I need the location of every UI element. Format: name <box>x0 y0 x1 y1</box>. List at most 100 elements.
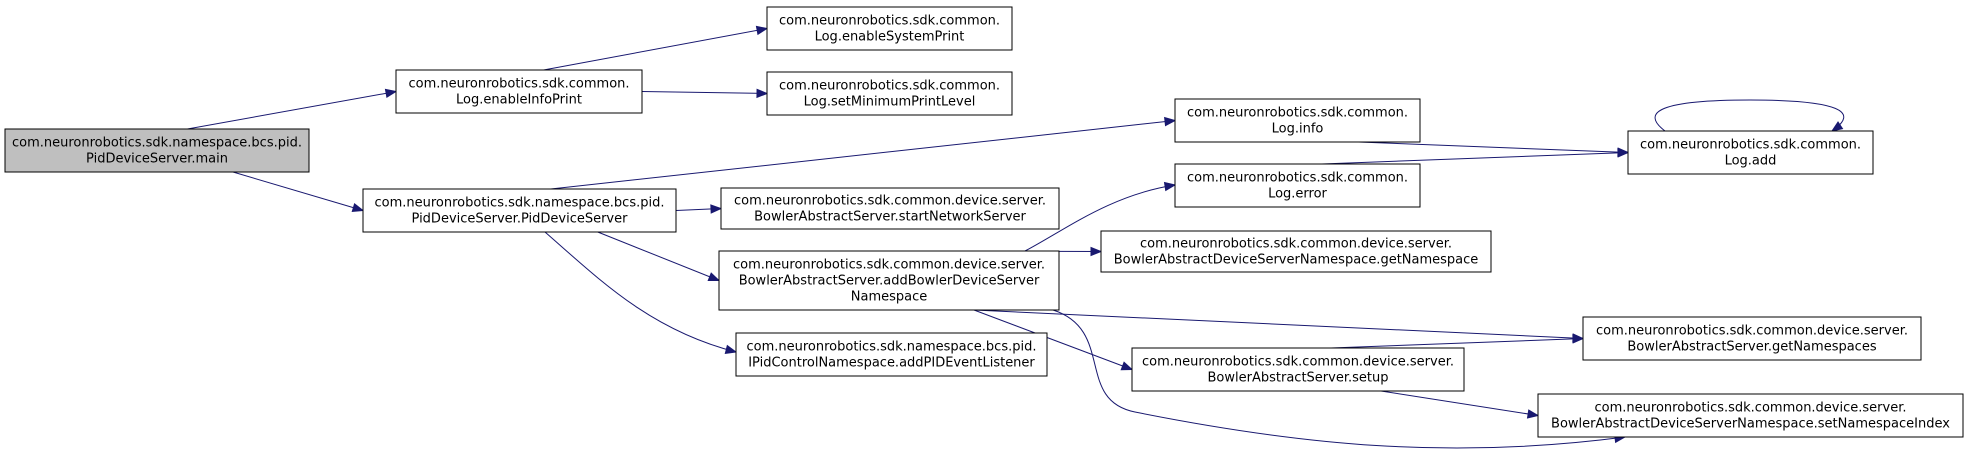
node-setMinimumPrintLevel-label-line-1: Log.setMinimumPrintLevel <box>804 95 976 110</box>
node-pidDeviceServer[interactable]: com.neuronrobotics.sdk.namespace.bcs.pid… <box>362 188 677 233</box>
edge-main-to-pidDeviceServer-arrowhead <box>351 202 365 213</box>
node-setMinimumPrintLevel[interactable]: com.neuronrobotics.sdk.common.Log.setMin… <box>766 71 1013 116</box>
node-addBowlerDeviceServerNamespace[interactable]: com.neuronrobotics.sdk.common.device.ser… <box>718 250 1060 311</box>
edge-logInfo-to-logAdd-line <box>1358 141 1629 153</box>
edge-addBowlerDeviceServerNamespace-to-logError-line <box>1024 184 1176 252</box>
edge-addBowlerDeviceServerNamespace-to-setup <box>973 309 1134 371</box>
edge-main-to-pidDeviceServer-line <box>232 171 364 211</box>
node-setNamespaceIndex-box <box>1537 393 1964 438</box>
node-pidDeviceServer-label-line-0: com.neuronrobotics.sdk.namespace.bcs.pid… <box>375 196 665 211</box>
node-logError-box <box>1174 163 1421 208</box>
node-setup-label-line-1: BowlerAbstractServer.setup <box>1208 371 1389 386</box>
node-addBowlerDeviceServerNamespace-label-line-1: BowlerAbstractServer.addBowlerDeviceServ… <box>739 274 1040 289</box>
node-setNamespaceIndex-label-line-1: BowlerAbstractDeviceServerNamespace.setN… <box>1551 417 1950 432</box>
node-enableInfoPrint[interactable]: com.neuronrobotics.sdk.common.Log.enable… <box>395 69 643 114</box>
edge-main-to-enableInfoPrint-arrowhead <box>384 88 398 99</box>
edge-enableInfoPrint-to-enableSystemPrint-line <box>543 28 768 71</box>
edge-main-to-enableInfoPrint-line <box>187 91 397 130</box>
node-enableSystemPrint[interactable]: com.neuronrobotics.sdk.common.Log.enable… <box>766 6 1013 51</box>
node-logError-label-line-0: com.neuronrobotics.sdk.common. <box>1187 171 1408 186</box>
node-setMinimumPrintLevel-box <box>766 71 1013 116</box>
node-addBowlerDeviceServerNamespace-label-line-0: com.neuronrobotics.sdk.common.device.ser… <box>733 258 1045 273</box>
edge-pidDeviceServer-to-startNetworkServer <box>675 204 723 214</box>
node-getNamespaces-box <box>1582 316 1922 361</box>
edge-addBowlerDeviceServerNamespace-to-setup-line <box>973 309 1133 370</box>
node-addPIDEventListener-box <box>735 332 1048 377</box>
edge-enableInfoPrint-to-setMinimumPrintLevel-line <box>641 91 768 94</box>
node-addPIDEventListener-label-line-1: IPidControlNamespace.addPIDEventListener <box>748 356 1035 371</box>
node-setup-label-line-0: com.neuronrobotics.sdk.common.device.ser… <box>1142 355 1454 370</box>
node-pidDeviceServer-label-line-1: PidDeviceServer.PidDeviceServer <box>412 212 629 227</box>
node-getNamespace-label-line-1: BowlerAbstractDeviceServerNamespace.getN… <box>1114 253 1479 268</box>
edge-pidDeviceServer-to-addPIDEventListener <box>544 231 738 354</box>
node-enableInfoPrint-label-line-1: Log.enableInfoPrint <box>456 93 582 108</box>
edge-pidDeviceServer-to-addPIDEventListener-line <box>544 231 737 353</box>
edge-logAdd-to-logAdd-arrowhead <box>1830 121 1844 132</box>
edge-logError-to-logAdd-arrowhead <box>1617 148 1630 158</box>
node-setup[interactable]: com.neuronrobotics.sdk.common.device.ser… <box>1131 347 1465 392</box>
edge-main-to-enableInfoPrint <box>187 88 398 130</box>
node-getNamespace[interactable]: com.neuronrobotics.sdk.common.device.ser… <box>1100 230 1492 273</box>
node-logInfo-label-line-1: Log.info <box>1272 122 1324 137</box>
node-pidDeviceServer-box <box>362 188 677 233</box>
edge-pidDeviceServer-to-startNetworkServer-arrowhead <box>710 204 723 214</box>
edge-setup-to-getNamespaces <box>1331 334 1585 349</box>
edge-setup-to-setNamespaceIndex-line <box>1380 390 1539 416</box>
edge-logError-to-logAdd-line <box>1321 152 1629 165</box>
edge-pidDeviceServer-to-addPIDEventListener-arrowhead <box>724 344 738 354</box>
edge-main-to-pidDeviceServer <box>232 171 365 213</box>
edge-logAdd-to-logAdd-line <box>1654 99 1845 132</box>
edge-pidDeviceServer-to-logInfo <box>550 116 1177 190</box>
edge-enableInfoPrint-to-setMinimumPrintLevel-arrowhead <box>756 88 769 99</box>
node-enableSystemPrint-label-line-0: com.neuronrobotics.sdk.common. <box>779 14 1000 29</box>
edge-logAdd-to-logAdd <box>1654 99 1845 132</box>
node-addBowlerDeviceServerNamespace-box <box>718 250 1060 311</box>
node-enableInfoPrint-box <box>395 69 643 114</box>
node-logAdd-label-line-0: com.neuronrobotics.sdk.common. <box>1640 138 1861 153</box>
node-getNamespace-box <box>1100 230 1492 273</box>
node-logInfo-label-line-0: com.neuronrobotics.sdk.common. <box>1187 106 1408 121</box>
node-getNamespaces-label-line-0: com.neuronrobotics.sdk.common.device.ser… <box>1596 324 1908 339</box>
node-startNetworkServer-label-line-1: BowlerAbstractServer.startNetworkServer <box>754 210 1026 225</box>
node-logInfo-box <box>1174 98 1421 143</box>
edge-enableInfoPrint-to-enableSystemPrint-arrowhead <box>755 25 769 36</box>
edge-setup-to-setNamespaceIndex <box>1380 390 1540 419</box>
node-getNamespaces[interactable]: com.neuronrobotics.sdk.common.device.ser… <box>1582 316 1922 361</box>
node-logError[interactable]: com.neuronrobotics.sdk.common.Log.error <box>1174 163 1421 208</box>
node-main[interactable]: com.neuronrobotics.sdk.namespace.bcs.pid… <box>4 128 310 173</box>
edge-addBowlerDeviceServerNamespace-to-setNamespaceIndex-line <box>1052 309 1626 449</box>
edge-pidDeviceServer-to-logInfo-line <box>550 120 1176 190</box>
node-main-label-line-0: com.neuronrobotics.sdk.namespace.bcs.pid… <box>12 136 302 151</box>
node-logInfo[interactable]: com.neuronrobotics.sdk.common.Log.info <box>1174 98 1421 143</box>
edge-addBowlerDeviceServerNamespace-to-logError <box>1024 181 1177 252</box>
node-logAdd[interactable]: com.neuronrobotics.sdk.common.Log.add <box>1627 130 1874 175</box>
node-logAdd-box <box>1627 130 1874 175</box>
node-main-label-line-1: PidDeviceServer.main <box>86 152 228 167</box>
node-addPIDEventListener[interactable]: com.neuronrobotics.sdk.namespace.bcs.pid… <box>735 332 1048 377</box>
edge-pidDeviceServer-to-addBowlerDeviceServerNamespace-line <box>597 231 720 281</box>
node-logError-label-line-1: Log.error <box>1268 187 1327 202</box>
edge-logError-to-logAdd <box>1321 148 1630 165</box>
edge-addBowlerDeviceServerNamespace-to-getNamespace-arrowhead <box>1090 246 1103 257</box>
edge-addBowlerDeviceServerNamespace-to-logError-arrowhead <box>1163 181 1177 192</box>
node-startNetworkServer-label-line-0: com.neuronrobotics.sdk.common.device.ser… <box>734 194 1046 209</box>
edge-setup-to-setNamespaceIndex-arrowhead <box>1526 409 1540 419</box>
node-getNamespaces-label-line-1: BowlerAbstractServer.getNamespaces <box>1627 340 1876 355</box>
node-startNetworkServer[interactable]: com.neuronrobotics.sdk.common.device.ser… <box>720 187 1060 230</box>
edge-enableInfoPrint-to-setMinimumPrintLevel <box>641 88 769 99</box>
node-enableInfoPrint-label-line-0: com.neuronrobotics.sdk.common. <box>408 77 629 92</box>
edge-addBowlerDeviceServerNamespace-to-setup-arrowhead <box>1120 361 1134 371</box>
node-setup-box <box>1131 347 1465 392</box>
node-addPIDEventListener-label-line-0: com.neuronrobotics.sdk.namespace.bcs.pid… <box>747 340 1037 355</box>
edge-addBowlerDeviceServerNamespace-to-getNamespaces-line <box>973 309 1584 339</box>
edge-setup-to-getNamespaces-arrowhead <box>1572 334 1585 344</box>
node-setNamespaceIndex-label-line-0: com.neuronrobotics.sdk.common.device.ser… <box>1595 401 1907 416</box>
node-setMinimumPrintLevel-label-line-0: com.neuronrobotics.sdk.common. <box>779 79 1000 94</box>
node-logAdd-label-line-1: Log.add <box>1725 154 1777 169</box>
edge-pidDeviceServer-to-logInfo-arrowhead <box>1164 116 1177 127</box>
node-startNetworkServer-box <box>720 187 1060 230</box>
node-addBowlerDeviceServerNamespace-label-line-2: Namespace <box>851 290 928 305</box>
node-setNamespaceIndex[interactable]: com.neuronrobotics.sdk.common.device.ser… <box>1537 393 1964 438</box>
node-main-box <box>4 128 310 173</box>
